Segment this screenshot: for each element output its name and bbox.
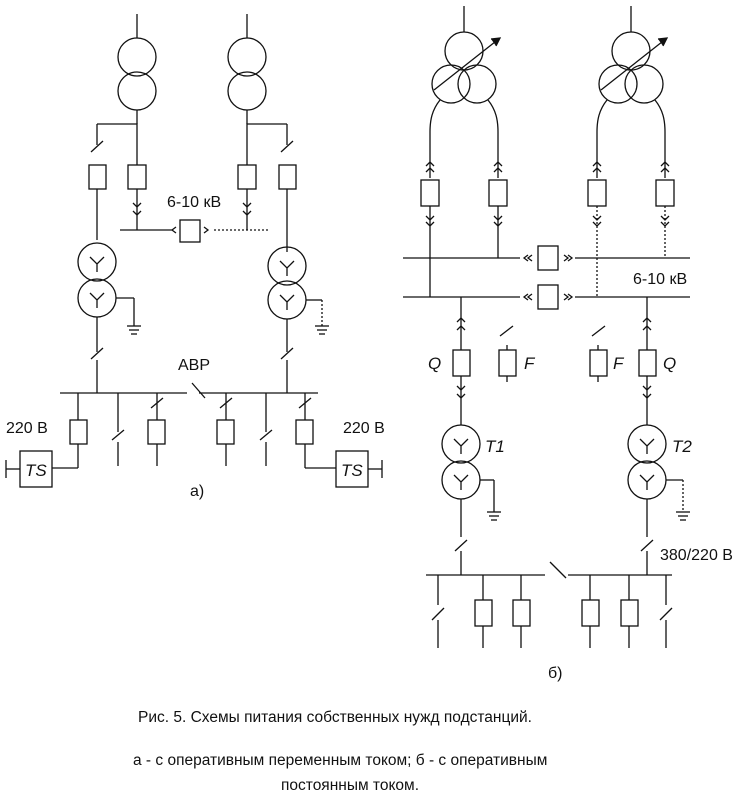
avr-label: АВР (178, 357, 210, 374)
scheme-b (403, 6, 690, 648)
left-ts-label: TS (25, 461, 47, 480)
switch-q-right: Q (663, 354, 676, 373)
scheme-b-label: б) (548, 665, 563, 682)
ts-block-right (335, 450, 383, 488)
main-transformer-right (227, 37, 267, 111)
figure-caption-title: Рис. 5. Схемы питания собственных нужд п… (138, 709, 532, 726)
scheme-a-label: а) (190, 483, 204, 500)
ts-block-left (5, 450, 53, 488)
transformer-t2-label: T2 (672, 437, 692, 456)
aux-transformer-right (267, 246, 329, 335)
aux-transformer-left (77, 242, 141, 335)
sectional-breaker-a (170, 219, 210, 243)
transformer-t1 (441, 424, 501, 521)
right-load-voltage: 220 В (343, 420, 385, 437)
fuse-f-right: F (613, 354, 625, 373)
low-voltage-label: 380/220 В (660, 547, 733, 564)
fuse-f-left: F (524, 354, 536, 373)
main-transformer-t-left (431, 31, 502, 104)
scheme-a (5, 14, 383, 488)
sectional-breaker-b1 (522, 245, 574, 271)
fuse-right (278, 164, 297, 252)
main-transformer-t-right (598, 31, 669, 104)
sectional-breaker-b2 (522, 284, 574, 310)
breaker-right (237, 164, 257, 230)
scheme-a-bus-voltage: 6-10 кВ (167, 194, 221, 211)
main-transformer-left (117, 37, 157, 111)
left-load-voltage: 220 В (6, 420, 48, 437)
transformer-t2 (627, 424, 690, 521)
scheme-b-bus-voltage: 6-10 кВ (633, 271, 687, 288)
figure-caption-line-1: а - с оперативным переменным током; б - … (133, 752, 547, 769)
fuse-left (88, 164, 107, 240)
figure-caption-line-2: постоянным током. (281, 777, 419, 794)
breaker-left (127, 164, 147, 230)
right-ts-label: TS (341, 461, 363, 480)
switch-q-left: Q (428, 354, 441, 373)
transformer-t1-label: T1 (485, 437, 505, 456)
